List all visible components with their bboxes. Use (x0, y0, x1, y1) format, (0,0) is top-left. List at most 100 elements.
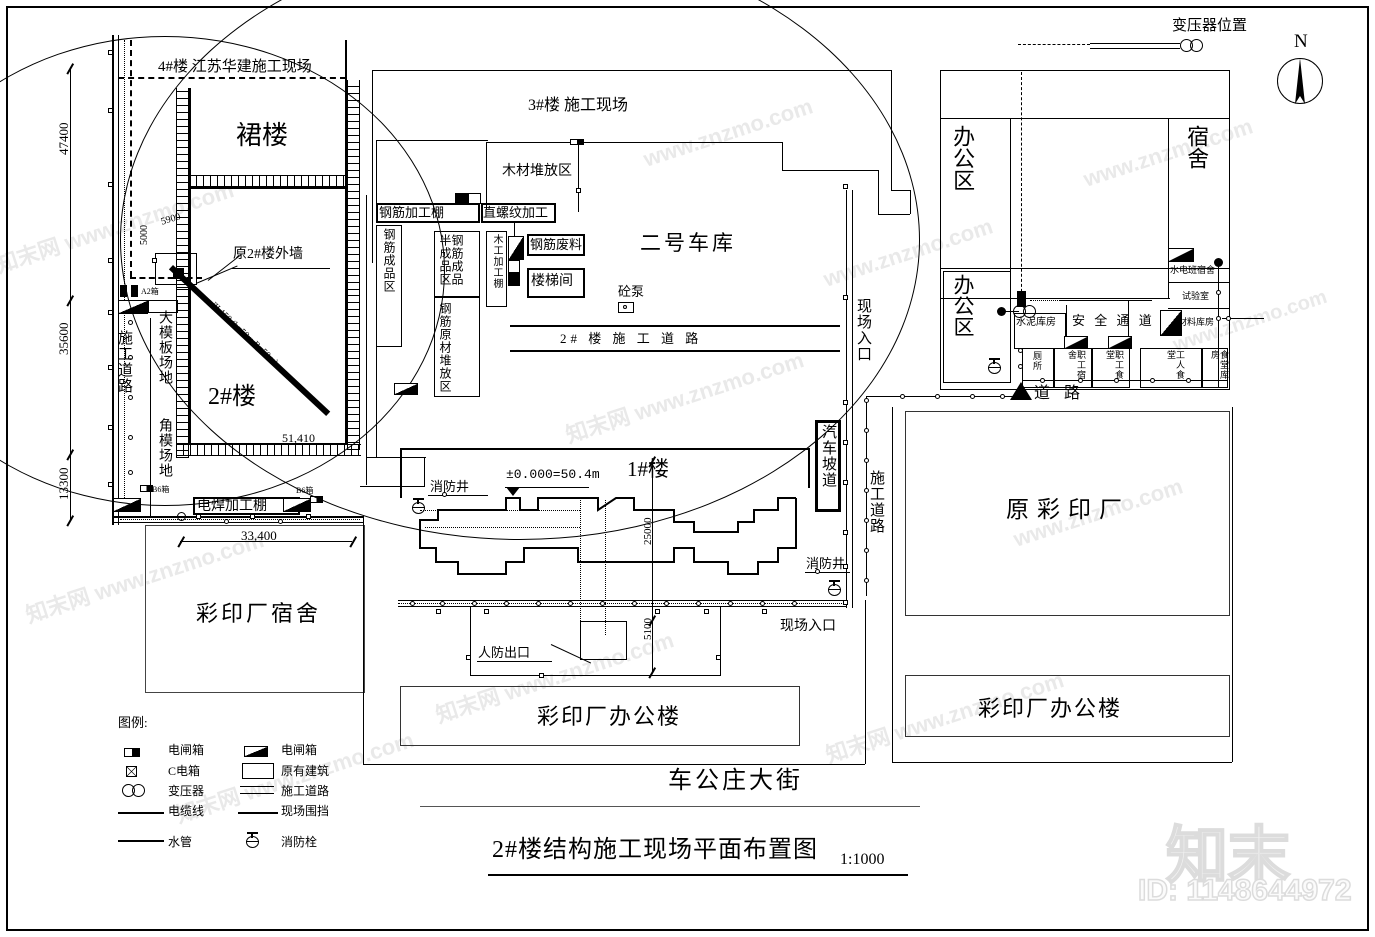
label-street: 车公庄大街 (668, 768, 803, 794)
fence-node (762, 609, 767, 614)
label-transformer-position: 变压器位置 (1172, 18, 1248, 34)
dim-line-25000 (652, 460, 653, 620)
label-thread-rolling: 直螺纹加工 (483, 205, 549, 220)
watermark-id: ID: 1148644972 (1137, 873, 1352, 908)
pipe-node (224, 519, 229, 524)
garage-outline-d (782, 142, 783, 170)
label-garage-2: 二号车库 (640, 231, 736, 255)
cable-line-vertical (578, 142, 579, 212)
pipe-node (864, 428, 869, 433)
switch-box-outline (508, 260, 520, 273)
dim-33400: 33,400 (241, 528, 277, 543)
pump-node (623, 305, 627, 309)
fire-hydrant-icon (828, 580, 842, 596)
pipe-node (568, 601, 573, 606)
compound-div-2 (1010, 118, 1011, 298)
switch-box-triangle-icon (394, 383, 418, 395)
pipe-node (536, 601, 541, 606)
fence-node (843, 184, 848, 189)
site-boundary-right-lower (865, 600, 866, 764)
switch-box-triangle-icon (244, 746, 268, 757)
transformer-icon (122, 784, 146, 797)
label-building-1: 1#楼 (627, 457, 669, 481)
rebar-scrap-box (527, 234, 585, 256)
pipe-node (410, 601, 415, 606)
thread-rolling-box (481, 203, 556, 223)
structure-line (360, 486, 424, 487)
water-pipe-bottom (1022, 380, 1228, 381)
label-canteen-store: 食堂库房 (1210, 350, 1229, 380)
label-staff-dorm: 职工宿舍 (1067, 350, 1086, 380)
switch-box-filled (455, 193, 468, 204)
cd-path-v2 (720, 606, 721, 676)
switch-box-triangle-icon (283, 498, 311, 512)
switch-box-triangle-icon (1168, 248, 1194, 262)
site-fence-bottom (113, 516, 363, 518)
right-fence (846, 190, 847, 608)
cable-drop (514, 223, 515, 237)
label-rebar-raw-stack: 钢筋原材堆放区 (438, 302, 452, 393)
garage-outline-e (782, 170, 878, 171)
pipe-node (864, 518, 869, 523)
label-office-zone-a: 办公区 (950, 125, 976, 191)
transformer-cable (1090, 43, 1180, 44)
dim-5100: 5100 (642, 618, 654, 640)
cable-box (1017, 291, 1026, 307)
path-node (539, 673, 544, 678)
compound-div-4 (940, 268, 1230, 269)
pipe-node (792, 601, 797, 606)
fence-node (843, 400, 848, 405)
transformer-icon (1180, 39, 1204, 52)
c-box-icon (126, 766, 137, 777)
compound-line (1168, 282, 1230, 283)
dim-line-33400 (180, 541, 352, 542)
pipe-node (864, 458, 869, 463)
building-1-footprint (419, 497, 797, 575)
title-underline (488, 874, 908, 876)
label-road-2: 2# 楼 施 工 道 路 (560, 331, 703, 346)
fence-node (306, 514, 311, 519)
rebar-raw-stack-box (434, 297, 480, 397)
label-rebar-scrap: 钢筋废料 (530, 237, 583, 252)
dim-25000: 25000 (642, 517, 654, 546)
right-compound-outer (940, 70, 1230, 390)
transformer-cable-2 (1090, 48, 1180, 49)
label-former-print-factory: 原彩印厂 (1006, 497, 1130, 522)
pipe-node (696, 601, 701, 606)
label-timber-stack: 木材堆放区 (502, 164, 572, 179)
legend-label: 水管 (168, 835, 193, 849)
rebar-semi-finished-box (434, 231, 480, 297)
cable-right (1218, 260, 1219, 388)
site-fence-bottom-dotted (120, 519, 360, 520)
fire-well-leader-2 (805, 572, 850, 573)
cable-junction-dot (1214, 258, 1223, 267)
switch-box-triangle-icon (1064, 336, 1088, 349)
drawing-title: 2#楼结构施工现场平面布置图 (492, 837, 818, 863)
fence-node (655, 609, 660, 614)
former-print-factory-box (905, 411, 1230, 616)
cable-node (576, 188, 581, 193)
garage-outline-b (486, 142, 487, 209)
carpenter-shed-box (486, 231, 507, 307)
structure-line (376, 140, 488, 141)
worker-canteen-box (1140, 348, 1202, 388)
label-print-factory-office-right: 彩印厂办公楼 (978, 696, 1123, 721)
label-site-entrance-bottom: 现场入口 (780, 619, 836, 634)
print-factory-office-right-box (905, 675, 1230, 737)
pipe-node (472, 601, 477, 606)
cd-path-v1 (470, 606, 471, 676)
switch-box-filled (508, 273, 520, 286)
road-2-bottom-edge (510, 350, 840, 352)
path-node (466, 655, 471, 660)
label-rebar-shed: 钢筋加工棚 (379, 205, 445, 220)
pipe-node (1000, 394, 1005, 399)
pipe-node (1114, 378, 1119, 383)
legend-heading: 图例: (118, 715, 148, 730)
site-boundary-left-lower (363, 516, 364, 764)
car-ramp-box (815, 420, 841, 512)
staff-dorm-box (1054, 348, 1092, 388)
fence-1-bottom (398, 606, 846, 607)
pipe-node (600, 601, 605, 606)
fence-node (843, 600, 848, 605)
